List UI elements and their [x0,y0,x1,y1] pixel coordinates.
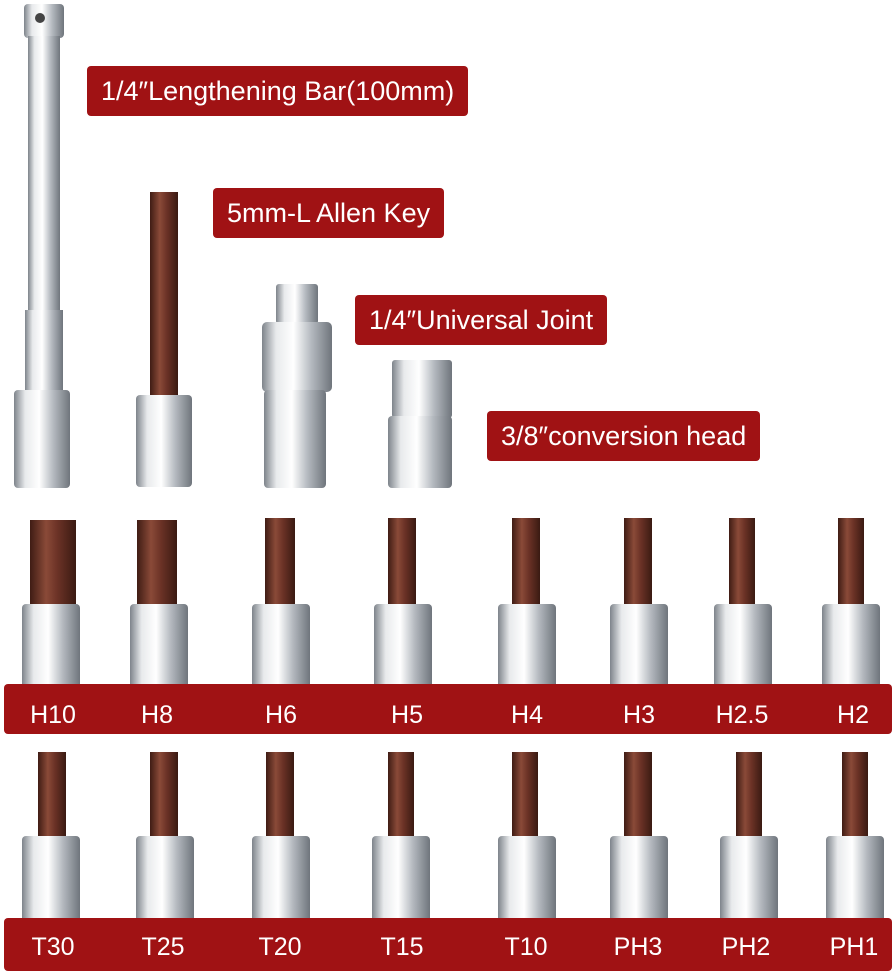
bit-label: T20 [258,933,302,961]
bit-label: H8 [141,701,173,729]
allen-key-image [136,192,192,487]
bit-label: T25 [141,933,185,961]
bit-label: H3 [623,701,655,729]
universal-joint-image [262,284,332,488]
bit-label: PH3 [613,933,663,961]
bit-label: PH2 [721,933,771,961]
bit-label: T15 [380,933,424,961]
bit-label: T30 [31,933,75,961]
hex-bit-label-band [4,684,892,734]
bit-label: H2 [837,701,869,729]
bit-label: H6 [265,701,297,729]
allen-key-label: 5mm-L Allen Key [213,188,445,238]
universal-joint-label: 1/4″Universal Joint [355,295,608,345]
lengthening-bar-label: 1/4″Lengthening Bar(100mm) [87,66,469,116]
torx-phillips-label-band [4,918,892,971]
hex-bit-row-images [22,518,880,692]
bit-label: H5 [391,701,423,729]
bit-label: T10 [504,933,548,961]
bit-label: H4 [511,701,543,729]
bit-label: PH1 [829,933,879,961]
lengthening-bar-image [14,4,70,488]
conversion-head-image [388,360,452,488]
bit-label: H2.5 [715,701,769,729]
bit-label: H10 [30,701,76,729]
conversion-head-label: 3/8″conversion head [487,411,761,461]
torx-phillips-bit-row-images [22,752,884,928]
